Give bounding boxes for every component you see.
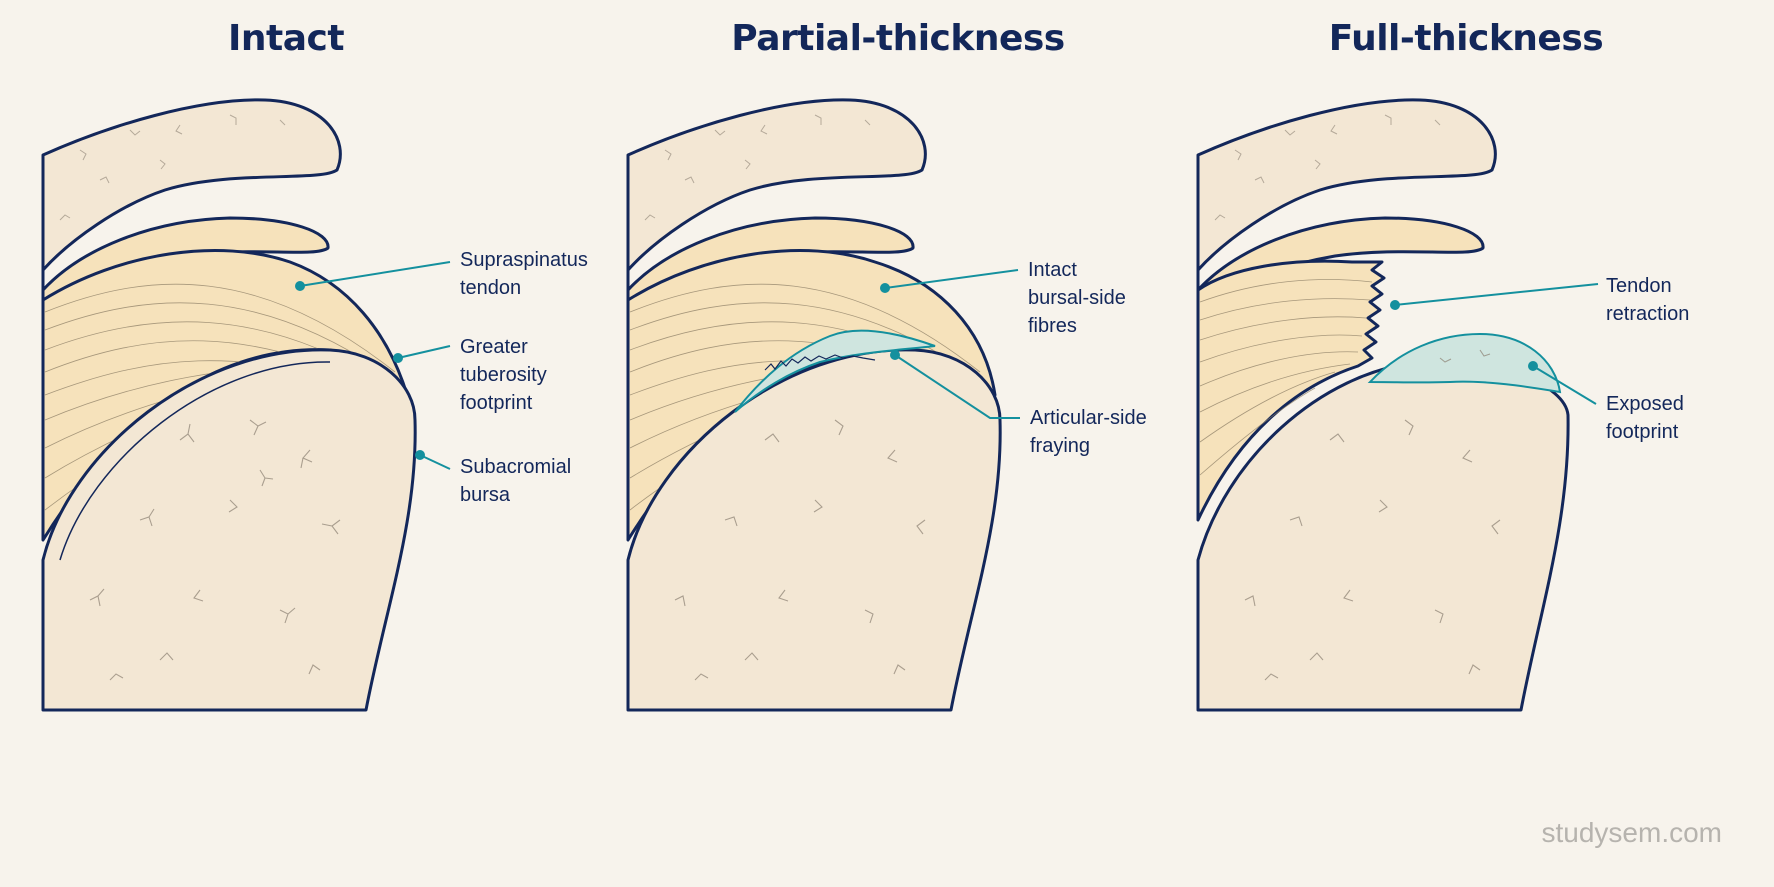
label-articular-side-fraying: Articular-side fraying bbox=[1030, 407, 1152, 457]
label-tendon-retraction: Tendon retraction bbox=[1606, 275, 1689, 325]
label-exposed-footprint: Exposed footprint bbox=[1606, 393, 1689, 443]
acromion-outline bbox=[1196, 98, 1497, 290]
bone-trabeculae bbox=[1244, 349, 1501, 681]
leader-tendon-retraction bbox=[1394, 283, 1599, 306]
bone-trabeculae bbox=[674, 419, 926, 681]
leader-supraspinatus-tendon bbox=[299, 261, 451, 287]
leader-greater-tuberosity-footprint bbox=[397, 345, 451, 359]
retracted-tendon bbox=[1196, 259, 1386, 522]
articular-side-fraying bbox=[734, 329, 936, 413]
acromion-outline bbox=[41, 98, 342, 290]
panel-full-thickness: Tendon retraction Exposed footprint bbox=[1196, 98, 1689, 712]
marker-exposed-footprint bbox=[1528, 361, 1538, 371]
acromion-trabeculae bbox=[59, 114, 286, 221]
watermark: studysem.com bbox=[1541, 817, 1723, 848]
humeral-head-cortex bbox=[59, 361, 331, 561]
acromion bbox=[1198, 99, 1496, 711]
leader-articular-side-fraying bbox=[894, 354, 1020, 419]
leader-exposed-footprint bbox=[1532, 365, 1597, 405]
acromion-outline bbox=[626, 98, 927, 290]
panel-title-full-thickness: Full-thickness bbox=[1328, 18, 1604, 59]
label-greater-tuberosity-footprint: Greater tuberosity footprint bbox=[460, 336, 552, 414]
humeral-head bbox=[626, 348, 1002, 712]
tendon-fibres bbox=[1199, 279, 1373, 476]
exposed-footprint bbox=[1367, 332, 1562, 394]
label-subacromial-bursa: Subacromial bursa bbox=[460, 456, 577, 506]
panel-title-intact: Intact bbox=[227, 18, 345, 59]
panel-intact: Supraspinatus tendon Greater tuberosity … bbox=[41, 98, 593, 712]
acromion-trabeculae bbox=[1214, 114, 1441, 221]
marker-subacromial-bursa bbox=[415, 450, 425, 460]
label-supraspinatus-tendon: Supraspinatus tendon bbox=[460, 249, 593, 299]
marker-supraspinatus-tendon bbox=[295, 281, 305, 291]
marker-tendon-retraction bbox=[1390, 300, 1400, 310]
fraying-edge bbox=[764, 354, 876, 371]
marker-greater-tuberosity-footprint bbox=[393, 353, 403, 363]
leader-subacromial-bursa bbox=[419, 454, 451, 470]
acromion bbox=[628, 99, 926, 711]
marker-articular-side-fraying bbox=[890, 350, 900, 360]
label-intact-bursal-side-fibres: Intact bursal-side fibres bbox=[1028, 259, 1131, 337]
marker-intact-bursal-side-fibres bbox=[880, 283, 890, 293]
acromion-trabeculae bbox=[644, 114, 871, 221]
humeral-head bbox=[41, 348, 417, 712]
acromion bbox=[43, 99, 341, 711]
panel-title-partial-thickness: Partial-thickness bbox=[731, 18, 1065, 59]
leader-intact-bursal-side-fibres bbox=[884, 269, 1019, 289]
panel-partial-thickness: Intact bursal-side fibres Articular-side… bbox=[626, 98, 1152, 712]
bone-trabeculae bbox=[89, 419, 341, 681]
